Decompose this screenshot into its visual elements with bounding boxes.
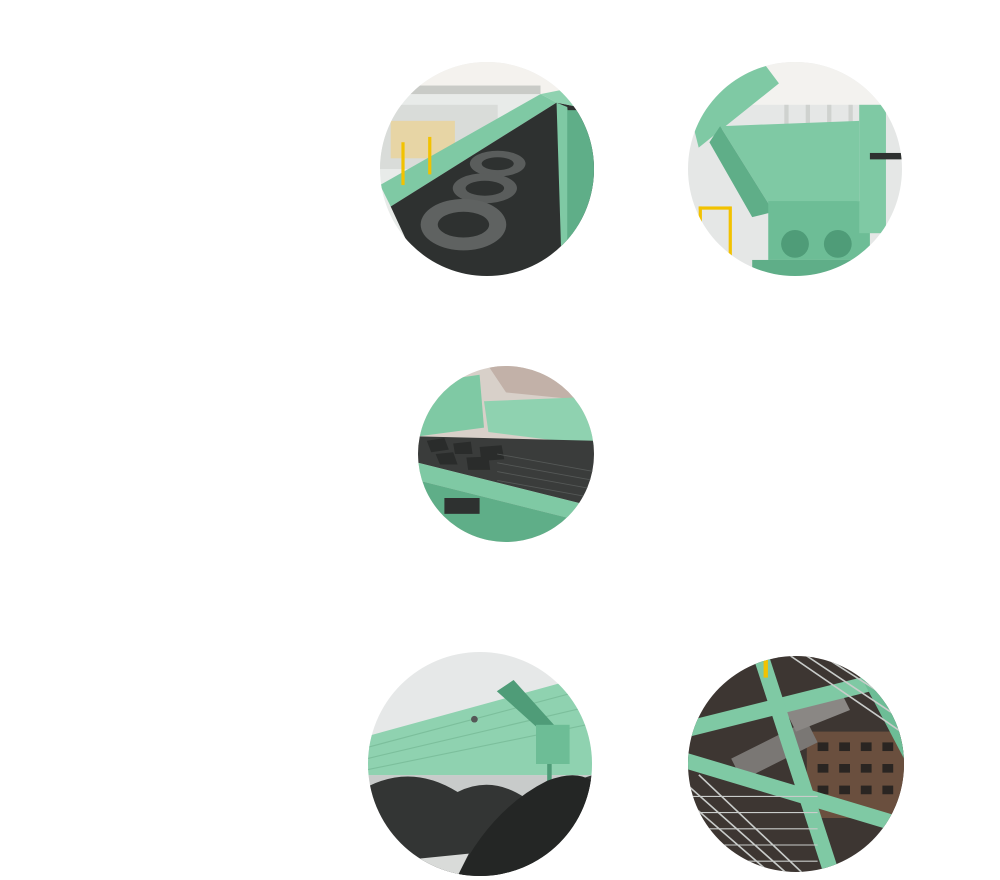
shredder-photo bbox=[688, 62, 902, 276]
grating-photo bbox=[688, 656, 904, 872]
tyre-conveyor-photo bbox=[380, 62, 594, 276]
screen-photo bbox=[418, 366, 594, 542]
stockpile-photo bbox=[368, 652, 592, 876]
